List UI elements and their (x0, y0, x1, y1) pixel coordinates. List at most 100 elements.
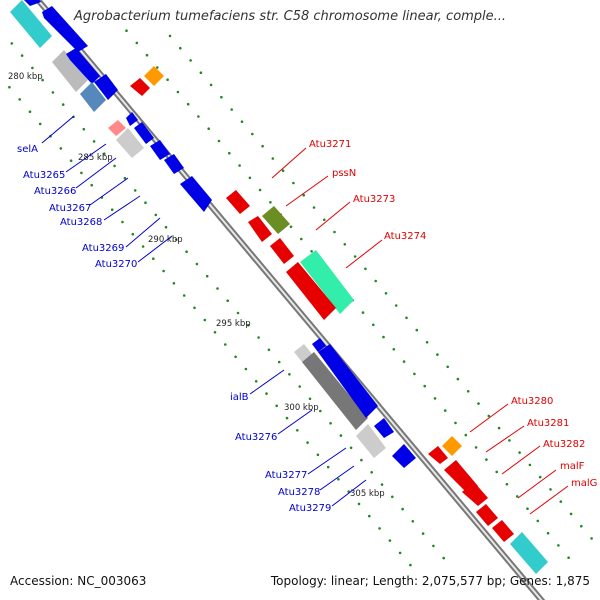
gene-orange[interactable] (144, 66, 164, 86)
track-dot (590, 537, 593, 540)
track-dot (271, 157, 275, 160)
tick-label: 300 kbp (284, 403, 319, 413)
gene-label[interactable]: Atu3271 (309, 139, 351, 150)
track-dot (401, 507, 404, 511)
gene-grey[interactable] (52, 50, 88, 92)
gene-label[interactable]: Atu3280 (511, 396, 553, 407)
gene-label[interactable]: Atu3265 (23, 170, 65, 181)
gene-label[interactable]: ialB (230, 392, 249, 403)
track-dot (224, 343, 227, 346)
gene-label[interactable]: Atu3278 (278, 487, 320, 498)
gene-label[interactable]: Atu3276 (235, 432, 277, 443)
track-dot (205, 274, 209, 278)
track-dot (28, 110, 32, 113)
track-dot (69, 159, 73, 162)
gene-reverse-blue[interactable] (42, 6, 88, 52)
gene-label[interactable]: pssN (332, 168, 356, 179)
track-dot (8, 85, 11, 89)
scale-ticks: 280 kbp 285 kbp 290 kbp 295 kbp 300 kbp … (8, 72, 385, 499)
gene-aquamarine[interactable] (300, 250, 354, 314)
gene-grey[interactable] (116, 128, 144, 158)
track-dot (220, 95, 223, 99)
gene-label[interactable]: Atu3281 (527, 418, 569, 429)
track-dot (368, 514, 371, 518)
gene-label[interactable]: Atu3269 (82, 243, 124, 254)
gene-reverse-blue[interactable] (150, 140, 170, 160)
gene-reverse-blue[interactable] (134, 122, 154, 144)
gene-forward-red[interactable] (226, 190, 250, 214)
gene-forward-red[interactable] (130, 78, 150, 96)
track-dot (353, 255, 357, 258)
gene-forward-red[interactable] (444, 460, 478, 494)
track-dot (333, 230, 336, 234)
gene-forward-red[interactable] (462, 482, 488, 506)
track-dot (370, 471, 374, 474)
accession-text: Accession: NC_003063 (10, 574, 147, 588)
gene-label[interactable]: Atu3270 (95, 259, 137, 270)
track-dot (176, 90, 180, 94)
gene-orange[interactable] (442, 436, 462, 456)
track-dot (51, 91, 55, 94)
track-dot (248, 176, 252, 180)
track-dot (329, 422, 332, 425)
gene-forward-red[interactable] (270, 238, 294, 264)
track-dot (477, 402, 480, 405)
track-dot (391, 495, 394, 499)
gene-cyan[interactable] (10, 0, 52, 48)
track-dot (193, 306, 196, 310)
gene-label[interactable]: selA (17, 144, 38, 155)
gene-grey[interactable] (356, 424, 386, 458)
gene-reverse-blue[interactable] (392, 444, 416, 468)
gene-reverse-blue[interactable] (374, 418, 394, 438)
tick-label: 295 kbp (216, 319, 251, 329)
track-dot (382, 335, 385, 339)
gene-steel-blue[interactable] (80, 82, 106, 112)
gene-reverse-blue[interactable] (126, 112, 138, 126)
gene-label[interactable]: Atu3282 (543, 439, 585, 450)
gene-reverse-blue[interactable] (24, 0, 48, 10)
track-dot (474, 446, 478, 449)
gene-cyan[interactable] (510, 532, 548, 574)
gene-label[interactable]: Atu3273 (353, 194, 395, 205)
gene-forward-red[interactable] (248, 216, 272, 242)
track-dot (277, 360, 281, 364)
gene-label[interactable]: Atu3267 (49, 203, 91, 214)
track-dot (339, 434, 343, 437)
gene-label[interactable]: Atu3268 (60, 217, 102, 228)
gene-dark-grey[interactable] (302, 352, 368, 430)
gene-reverse-blue[interactable] (164, 154, 184, 174)
gene-reverse-blue[interactable] (66, 48, 100, 84)
gene-forward-red[interactable] (286, 262, 336, 320)
gene-reverse-blue[interactable] (180, 176, 212, 212)
gene-label[interactable]: malF (560, 461, 585, 472)
gene-reverse-blue[interactable] (318, 344, 378, 418)
gene-forward-red[interactable] (428, 446, 448, 464)
track-dot (409, 563, 412, 567)
gene-pink[interactable] (108, 120, 126, 136)
forward-strand-genes (130, 66, 548, 574)
track-dot (289, 225, 293, 229)
gene-olive[interactable] (262, 206, 290, 234)
track-dot (38, 122, 42, 126)
gene-label[interactable]: Atu3279 (289, 503, 331, 514)
track-dot (113, 164, 116, 168)
track-dot (172, 282, 176, 285)
track-dot (549, 488, 552, 491)
track-dot (308, 397, 312, 401)
track-dot (168, 34, 172, 38)
track-dot (384, 292, 388, 295)
gene-label[interactable]: Atu3274 (384, 231, 426, 242)
gene-forward-red[interactable] (492, 520, 514, 542)
track-dot (182, 294, 186, 297)
reverse-strand-genes (10, 0, 416, 468)
track-dot (164, 225, 168, 229)
track-dot (398, 551, 402, 555)
gene-label[interactable]: Atu3266 (34, 186, 76, 197)
track-dot (487, 414, 491, 418)
gene-forward-red[interactable] (476, 504, 498, 526)
track-dot (31, 66, 34, 70)
gene-reverse-blue[interactable] (312, 338, 326, 352)
gene-reverse-blue[interactable] (94, 74, 118, 100)
gene-label[interactable]: malG (571, 478, 597, 489)
gene-label[interactable]: Atu3277 (265, 470, 307, 481)
